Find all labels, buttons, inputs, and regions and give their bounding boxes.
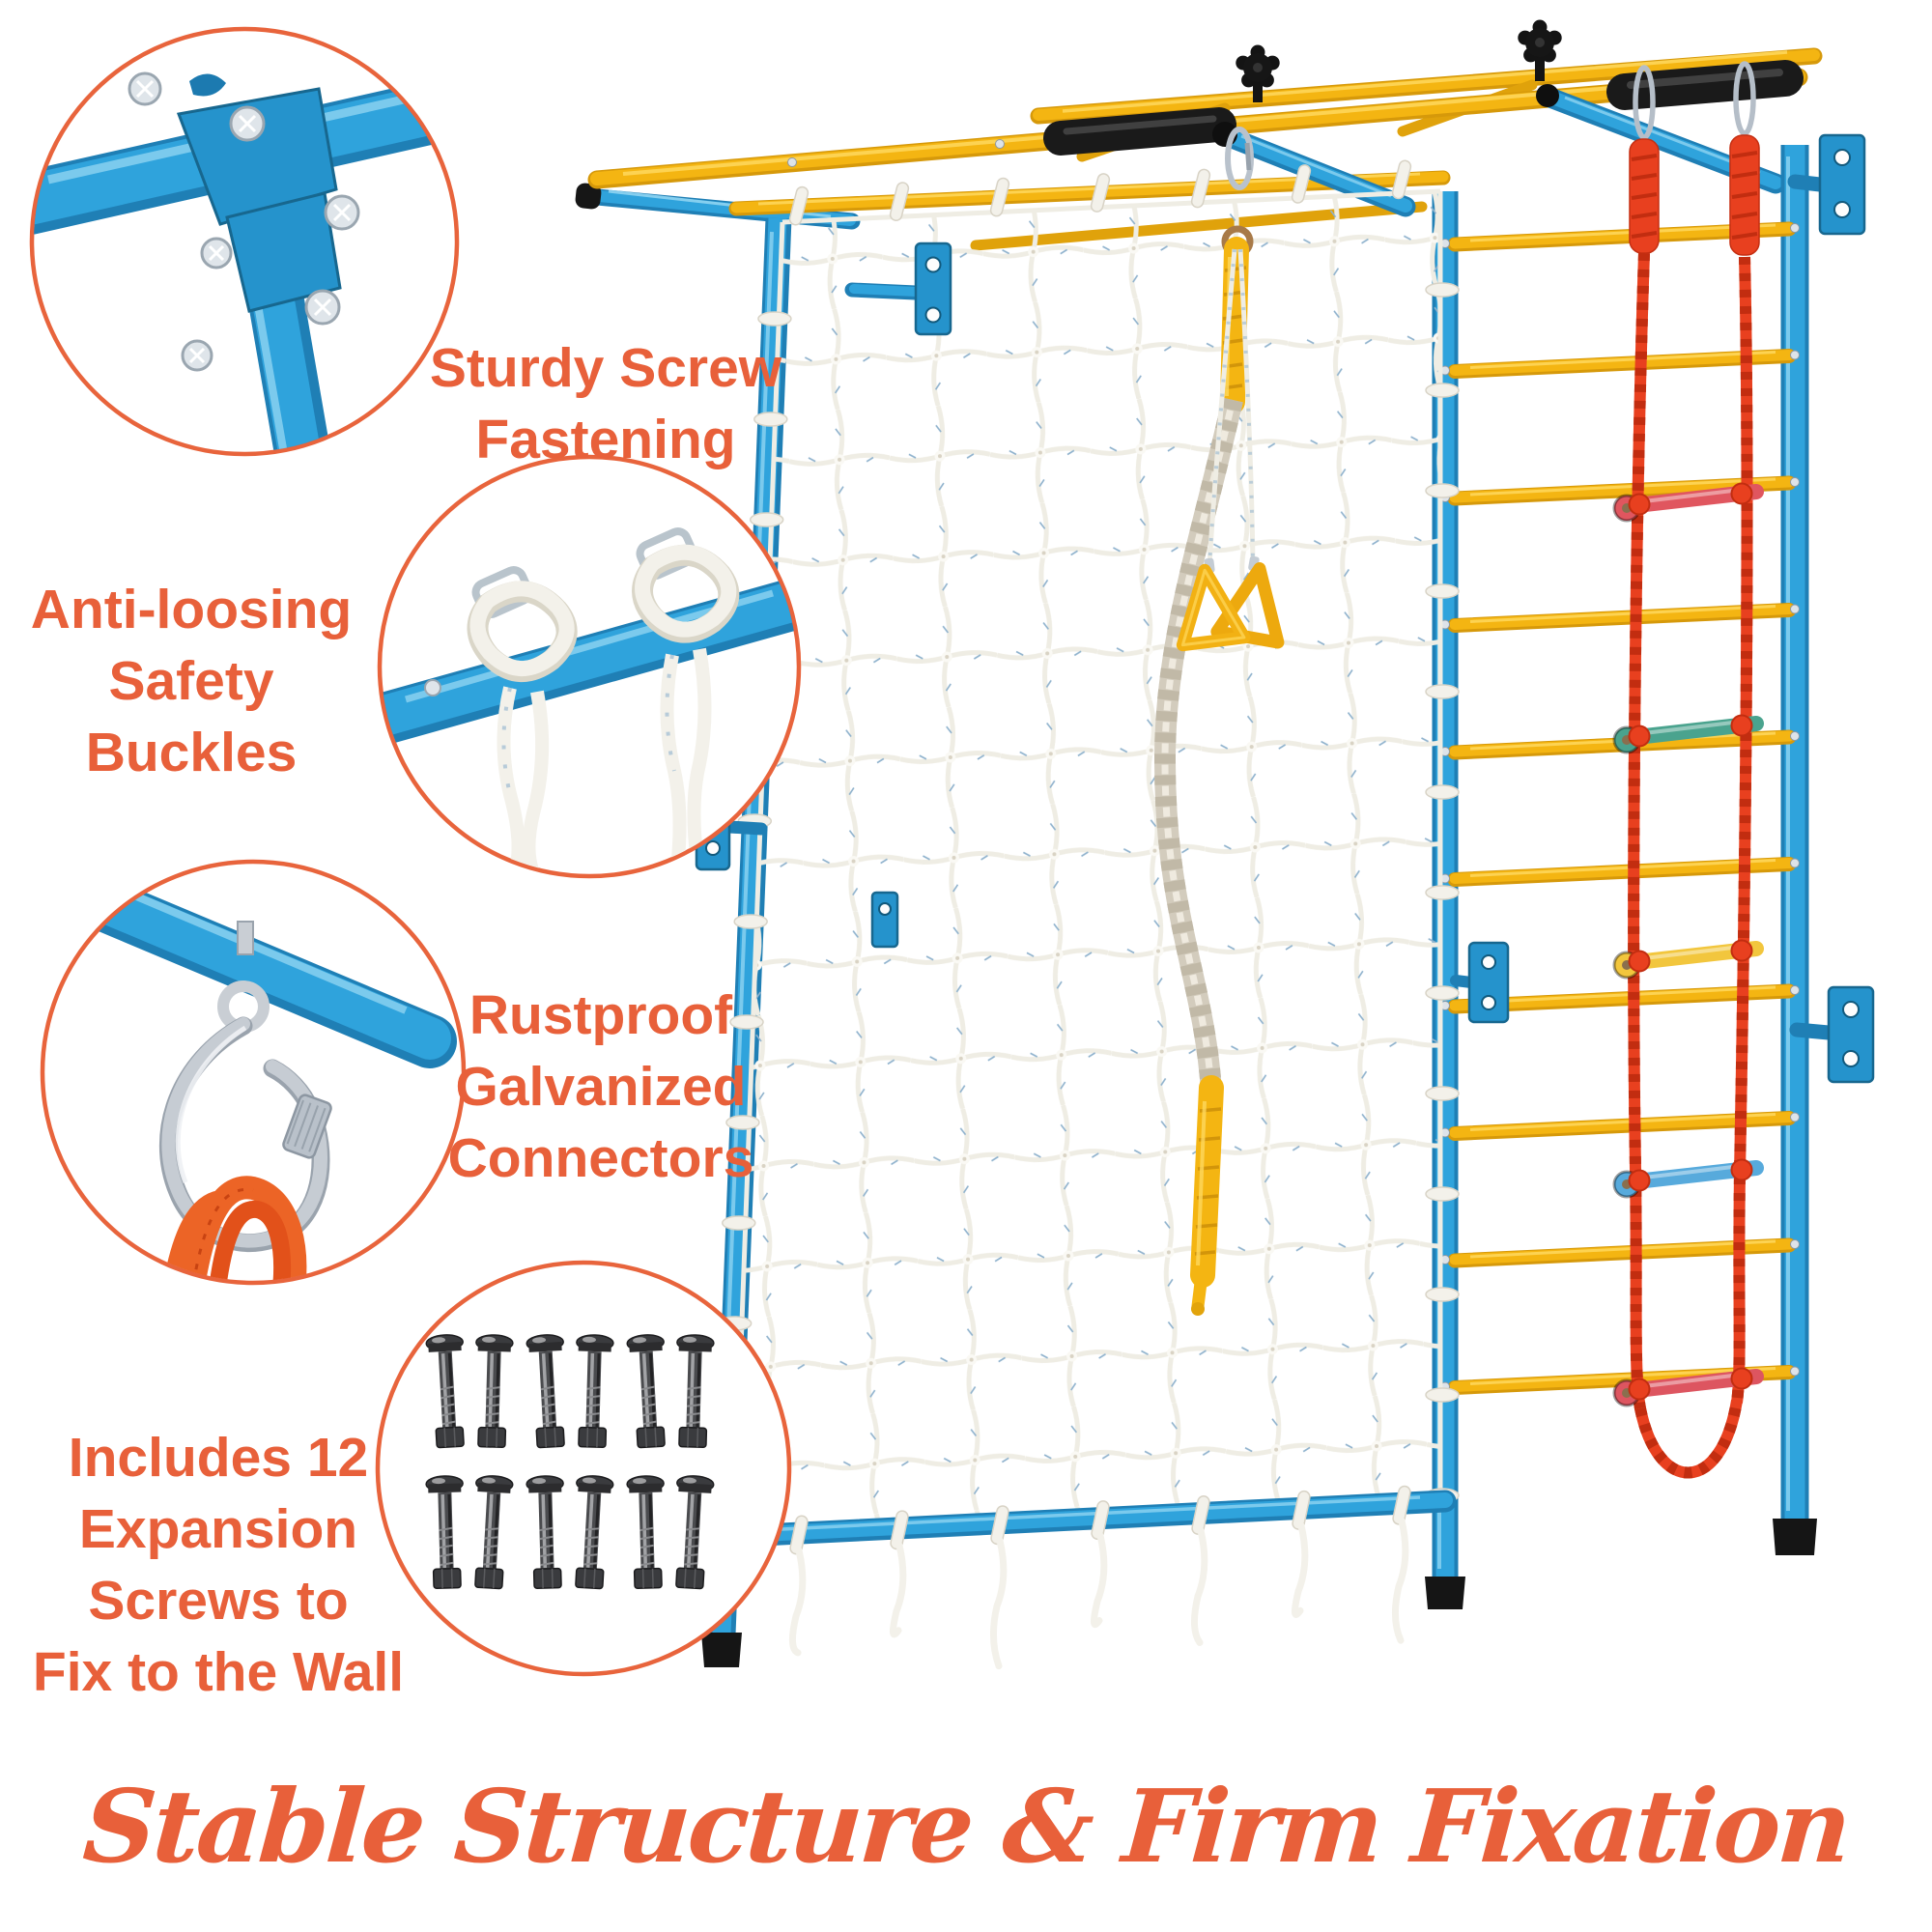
expansion-screw-icon [626,1475,665,1590]
swedish-wall-rungs [1440,221,1800,1395]
label-line: Safety [108,650,274,712]
callout-circles [29,26,802,1677]
bolt-icon [128,71,360,372]
label-anti-loosing-safety-buckles: Anti-loosing Safety Buckles [8,574,375,788]
adjustment-knob-icon [1518,19,1562,81]
headline: Stable Structure & Firm Fixation [79,1767,1853,1886]
label-rustproof-galvanized-connectors: Rustproof Galvanized Connectors [379,980,823,1194]
foot-cap [1425,1577,1465,1609]
expansion-screw-icon [475,1334,514,1449]
label-line: Buckles [85,722,298,783]
expansion-screw-icon [474,1475,514,1590]
safety-buckles-detail-image [382,527,797,874]
label-line: Fastening [475,409,736,470]
label-line: Includes 12 [68,1427,369,1489]
expansion-screw-icon [526,1475,564,1590]
label-line: Expansion [78,1498,358,1560]
ball-cap [1536,84,1559,107]
climbing-rope [1153,127,1254,1316]
callout-circle-galvanized-connectors [40,859,467,1286]
product-illustration [575,19,1875,1670]
label-includes-12-expansion-screws: Includes 12 Expansion Screws to Fix to t… [0,1422,437,1708]
expansion-screw-icon [526,1334,565,1449]
label-line: Anti-loosing [30,579,353,640]
net-bottom-ties [789,1485,1411,1670]
rope-ladder [1612,61,1764,1479]
expansion-screw-icon [425,1334,465,1449]
wall-bracket-icon [844,242,952,336]
gym-rings [1176,248,1285,652]
callout-circle-expansion-screws [375,1260,792,1677]
label-line: Fix to the Wall [32,1641,405,1703]
expansion-screw-icon [425,1475,464,1590]
foot-cap [1773,1519,1817,1555]
orange-rope [182,1176,307,1281]
expansion-screws-detail-image [425,1334,715,1590]
label-line: Sturdy Screw [429,337,782,399]
label-line: Connectors [447,1127,754,1189]
label-line: Rustproof [469,984,733,1046]
ladder-rungs [1612,482,1764,1407]
expansion-screw-icon [675,1475,715,1590]
label-line: Screws to [88,1570,349,1632]
expansion-screw-icon [676,1334,715,1449]
carabiner-icon [1733,61,1756,136]
wall-bracket-icon [1450,941,1510,1024]
foam-grip [1043,107,1236,156]
carabiner-icon [1633,65,1656,140]
foot-cap [701,1633,742,1667]
wall-anchor-tab [870,891,899,949]
end-cap [575,183,602,210]
expansion-screw-icon [576,1334,614,1449]
expansion-screw-icon [575,1475,614,1590]
wall-bracket-icon [1787,133,1866,236]
screw-fastening-detail-image [34,71,455,452]
expansion-screw-icon [626,1334,666,1449]
bottom-rail [730,1490,1457,1548]
label-sturdy-screw-fastening: Sturdy Screw Fastening [355,332,857,475]
adjustment-knob-icon [1236,44,1280,102]
label-line: Galvanized [455,1056,747,1118]
wall-bracket-icon [1789,985,1875,1084]
carabiner-icon [1225,127,1254,190]
